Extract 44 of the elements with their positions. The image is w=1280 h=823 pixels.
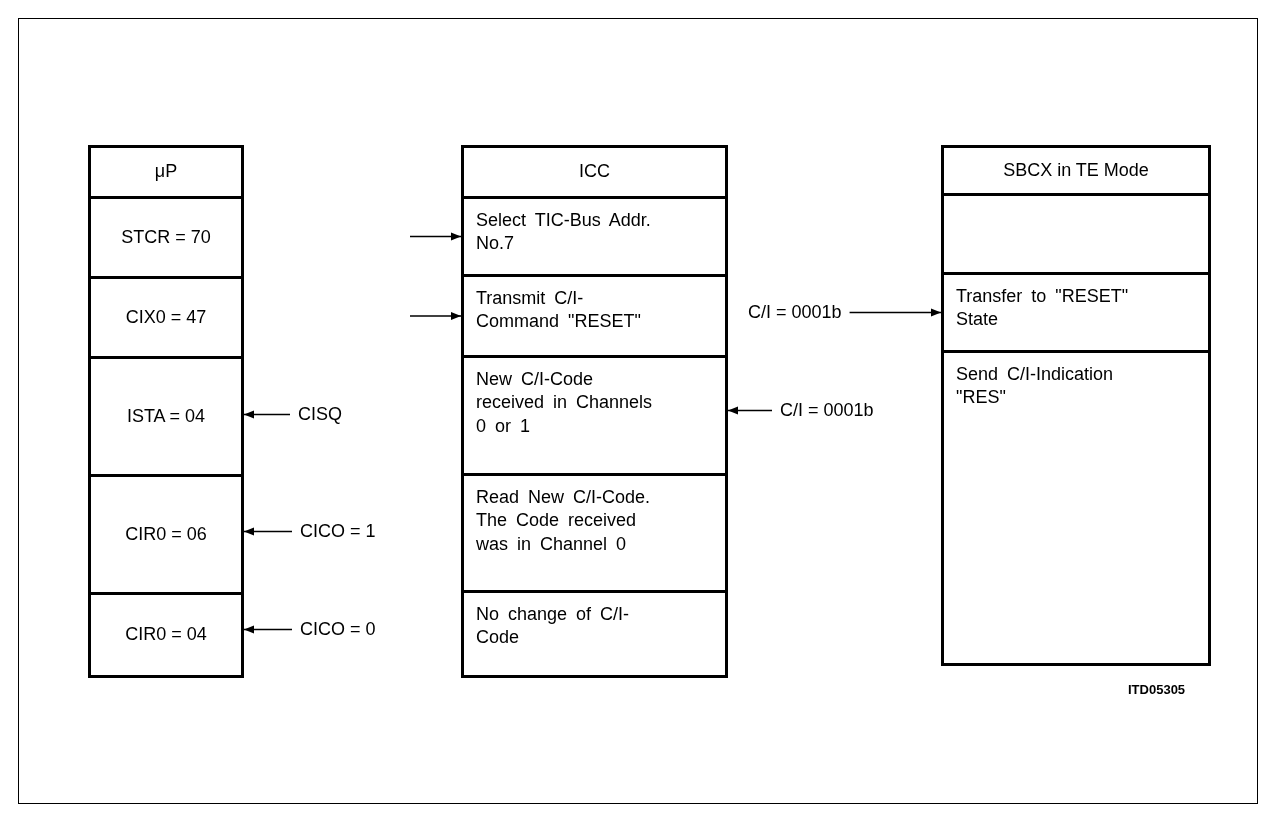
signal-label: CICO = 1: [300, 521, 376, 542]
cell-text: No change of C/I-Code: [476, 603, 631, 650]
cell-text: ISTA = 04: [126, 404, 206, 428]
signal-label: CICO = 0: [300, 619, 376, 640]
table-cell: [88, 356, 244, 477]
table-cell: [461, 196, 728, 277]
table-cell: [88, 145, 244, 199]
table-cell: [461, 473, 728, 593]
cell-text: Read New C/I-Code. The Code received was in Channel 0: [476, 486, 652, 556]
table-cell: [941, 145, 1211, 196]
table-cell: [941, 350, 1211, 666]
table-cell: [461, 590, 728, 678]
cell-text: μP: [154, 160, 178, 184]
cell-text: SBCX in TE Mode: [1003, 158, 1149, 182]
cell-text: Send C/I-Indication "RES": [956, 363, 1115, 410]
table-cell: [88, 196, 244, 279]
figure-code: ITD05305: [1128, 682, 1186, 697]
cell-text: New C/I-Code received in Channels 0 or 1: [476, 368, 654, 438]
arrow: [409, 232, 462, 241]
table-cell: [88, 592, 244, 678]
arrow: [243, 527, 293, 536]
signal-label: C/I = 0001b: [780, 400, 874, 421]
arrow: [243, 625, 293, 634]
table-cell: [461, 355, 728, 476]
cell-text: CIR0 = 04: [125, 623, 207, 647]
arrow: [409, 312, 462, 320]
table-cell: [461, 145, 728, 199]
cell-text: Transmit C/I- Command "RESET": [476, 287, 642, 334]
signal-label: CISQ: [298, 404, 342, 425]
table-cell: [461, 274, 728, 358]
arrow: [727, 406, 773, 415]
cell-text: STCR = 70: [121, 225, 211, 249]
table-cell: [88, 276, 244, 359]
signal-label: C/I = 0001b: [748, 302, 842, 323]
cell-text: CIR0 = 06: [125, 522, 207, 546]
cell-text: ICC: [579, 160, 610, 184]
cell-text: Select TIC-Bus Addr. No.7: [476, 209, 652, 256]
cell-text: CIX0 = 47: [125, 305, 207, 329]
arrow: [243, 410, 291, 419]
cell-text: Transfer to "RESET" State: [956, 285, 1130, 332]
table-cell: [88, 474, 244, 595]
table-cell: [941, 272, 1211, 353]
arrow: [848, 308, 942, 317]
empty-cell: [941, 193, 1211, 275]
